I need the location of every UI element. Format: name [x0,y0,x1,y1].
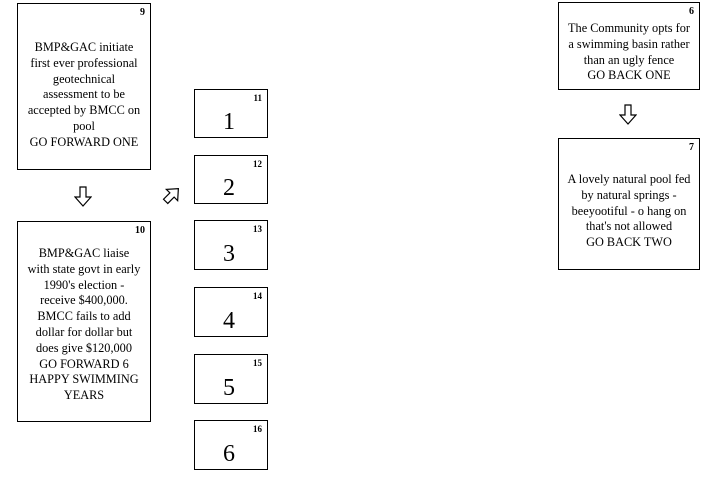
board-square-16: 16 6 [194,420,268,470]
up-right-arrow-icon [162,187,180,205]
card-6: 6 The Community opts for a swimming basi… [558,2,700,90]
card-text: BMP&GAC initiate first ever professional… [27,40,141,149]
down-arrow-icon [619,104,637,125]
square-digit: 3 [223,241,235,267]
square-number: 13 [253,224,262,234]
square-number: 14 [253,291,262,301]
card-9: 9 BMP&GAC initiate first ever profession… [17,3,151,170]
square-digit: 1 [223,109,235,135]
square-digit: 4 [223,308,235,334]
card-7: 7 A lovely natural pool fed by natural s… [558,138,700,270]
square-digit: 5 [223,375,235,401]
card-text: BMP&GAC liaise with state govt in early … [27,246,141,403]
card-number: 10 [135,225,145,236]
board-square-15: 15 5 [194,354,268,404]
square-digit: 6 [223,441,235,467]
card-text: The Community opts for a swimming basin … [568,21,690,83]
square-number: 11 [253,93,262,103]
square-number: 16 [253,424,262,434]
board-square-14: 14 4 [194,287,268,337]
card-number: 9 [140,7,145,18]
card-number: 6 [689,6,694,17]
square-number: 12 [253,159,262,169]
card-number: 7 [689,142,694,153]
square-digit: 2 [223,175,235,201]
board-square-13: 13 3 [194,220,268,270]
square-number: 15 [253,358,262,368]
card-text: A lovely natural pool fed by natural spr… [567,172,691,250]
card-10: 10 BMP&GAC liaise with state govt in ear… [17,221,151,422]
board-square-12: 12 2 [194,155,268,204]
down-arrow-icon [74,186,92,207]
board-square-11: 11 1 [194,89,268,138]
